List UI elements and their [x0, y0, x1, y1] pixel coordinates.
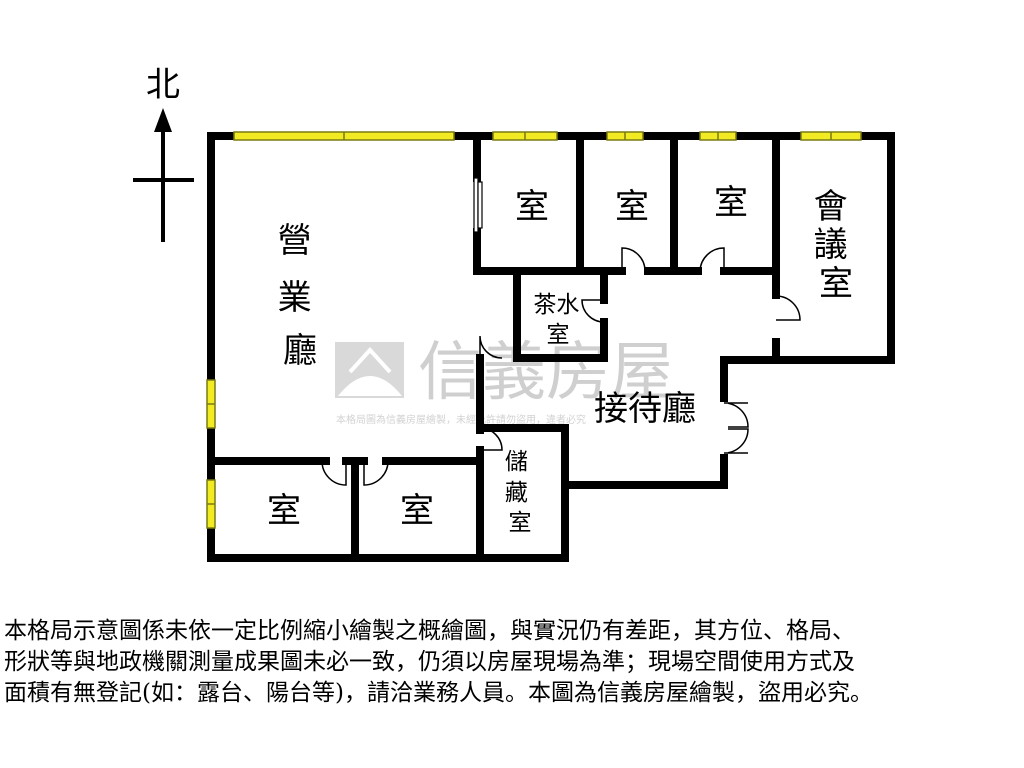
label-room-bottom-2: 室	[400, 491, 434, 531]
brand-logo-icon	[335, 342, 404, 398]
north-label: 北	[146, 65, 180, 105]
sliding-door	[473, 177, 483, 233]
walls	[207, 132, 895, 562]
door-storage	[479, 427, 503, 451]
label-room-top-2: 室	[615, 187, 649, 227]
label-storage: 儲 藏 室	[505, 449, 535, 536]
label-room-bottom-1: 室	[267, 491, 301, 531]
label-meeting-room: 會 議 室	[814, 187, 859, 304]
watermark-brand: 信義房屋	[418, 336, 674, 410]
windows	[206, 131, 862, 529]
north-compass: 北	[133, 65, 194, 242]
door-room-3	[699, 247, 725, 272]
label-room-top-3: 室	[714, 183, 748, 223]
label-tea-room: 茶水 室	[533, 292, 586, 348]
label-reception: 接待廳	[594, 389, 696, 429]
door-room-bottom-2	[363, 460, 389, 486]
door-hall-to-reception	[479, 335, 503, 359]
label-room-top-1: 室	[515, 187, 549, 227]
floor-plan: 北 信義房屋 本格局圖為信義房屋繪製，未經允許請勿盜用，違者必究	[133, 65, 895, 562]
north-arrow-icon	[154, 108, 172, 132]
door-tea-room	[581, 299, 605, 323]
disclaimer-text: 本格局示意圖係未依一定比例縮小繪製之概繪圖，與實況仍有差距，其方位、格局、 形狀…	[4, 618, 873, 706]
watermark: 信義房屋 本格局圖為信義房屋繪製，未經允許請勿盜用，違者必究	[335, 336, 674, 426]
room-labels: 營 業 廳 室 室 室 會 議 室 茶水 室 接待廳 儲 藏 室 室 室	[267, 183, 859, 536]
watermark-notice: 本格局圖為信義房屋繪製，未經允許請勿盜用，違者必究	[336, 413, 586, 426]
door-room-bottom-1	[321, 460, 347, 486]
door-swings	[321, 247, 801, 486]
label-business-hall: 營 業 廳	[278, 221, 323, 371]
door-meeting	[775, 295, 801, 321]
door-room-2	[621, 247, 646, 272]
